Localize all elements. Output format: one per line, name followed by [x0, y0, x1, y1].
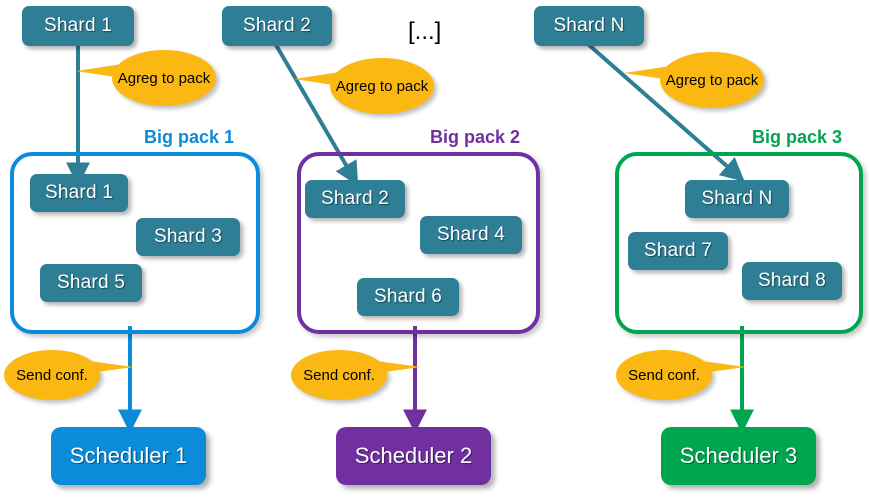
pack-2-shard-6-label: Shard 6: [374, 286, 442, 307]
pack-1-shard-1-label: Shard 1: [45, 182, 113, 203]
agreg-callout-3[interactable]: Agreg to pack: [624, 52, 764, 108]
source-shard-n[interactable]: Shard N: [534, 6, 644, 46]
send-conf-callout-1-tail: [82, 360, 134, 374]
pack-3-shard-7[interactable]: Shard 7: [628, 232, 728, 270]
send-conf-callout-2-tail: [369, 360, 421, 374]
scheduler-2-label: Scheduler 2: [354, 443, 473, 468]
send-conf-callout-3-body: [616, 350, 712, 400]
send-conf-callout-2[interactable]: Send conf.: [291, 350, 421, 400]
pack-2-label: Big pack 2: [430, 127, 521, 147]
send-conf-callout-1-body: [4, 350, 100, 400]
send-conf-callout-3[interactable]: Send conf.: [616, 350, 746, 400]
scheduler-1[interactable]: Scheduler 1: [51, 427, 206, 485]
send-conf-callout-2-body: [291, 350, 387, 400]
pack-3-shard-8[interactable]: Shard 8: [742, 262, 842, 300]
agreg-callout-1-tail: [76, 64, 122, 78]
pack-2-shard-4-label: Shard 4: [437, 224, 505, 245]
pack-3-shard-7-label: Shard 7: [644, 240, 712, 261]
scheduler-1-label: Scheduler 1: [69, 443, 188, 468]
pack-2-shard-4[interactable]: Shard 4: [420, 216, 522, 254]
send-conf-callout-1-text: Send conf.: [16, 366, 88, 384]
scheduler-2[interactable]: Scheduler 2: [336, 427, 491, 485]
agreg-callout-3-text: Agreg to pack: [665, 71, 759, 89]
pack-1-shard-1[interactable]: Shard 1: [30, 174, 128, 212]
pack-2-shard-6[interactable]: Shard 6: [357, 278, 459, 316]
pack-3-shard-8-label: Shard 8: [758, 270, 826, 291]
pack-3-label: Big pack 3: [752, 127, 843, 147]
agreg-callout-1[interactable]: Agreg to pack: [76, 50, 216, 106]
pack-1-shard-3-label: Shard 3: [154, 226, 222, 247]
pack-1-label: Big pack 1: [144, 127, 235, 147]
agreg-callout-2[interactable]: Agreg to pack: [294, 58, 434, 114]
source-shard-2-label: Shard 2: [243, 15, 311, 36]
send-conf-callout-3-text: Send conf.: [628, 366, 700, 384]
big-pack-1[interactable]: [10, 152, 260, 334]
send-conf-callout-2-text: Send conf.: [303, 366, 375, 384]
send-conf-callout-1[interactable]: Send conf.: [4, 350, 134, 400]
pack-3-shard-n[interactable]: Shard N: [685, 180, 789, 218]
source-shard-1-label: Shard 1: [44, 15, 112, 36]
scheduler-3[interactable]: Scheduler 3: [661, 427, 816, 485]
source-shard-1[interactable]: Shard 1: [22, 6, 134, 46]
agreg-callout-1-text: Agreg to pack: [117, 69, 211, 87]
big-pack-3[interactable]: [615, 152, 863, 334]
source-shard-2[interactable]: Shard 2: [222, 6, 332, 46]
ellipsis-label: [...]: [408, 18, 442, 45]
pack-2-shard-2[interactable]: Shard 2: [305, 180, 405, 218]
pack-1-shard-5[interactable]: Shard 5: [40, 264, 142, 302]
agreg-callout-1-body: [112, 50, 216, 106]
pack-3-shard-n-label: Shard N: [701, 188, 773, 209]
source-shard-n-label: Shard N: [553, 15, 625, 36]
big-pack-2[interactable]: [297, 152, 540, 334]
pack-1-shard-3[interactable]: Shard 3: [136, 218, 240, 256]
send-conf-callout-3-tail: [694, 360, 746, 374]
scheduler-3-label: Scheduler 3: [679, 443, 798, 468]
pack-1-shard-5-label: Shard 5: [57, 272, 125, 293]
pack-2-shard-2-label: Shard 2: [321, 188, 389, 209]
agreg-callout-2-text: Agreg to pack: [335, 77, 429, 95]
